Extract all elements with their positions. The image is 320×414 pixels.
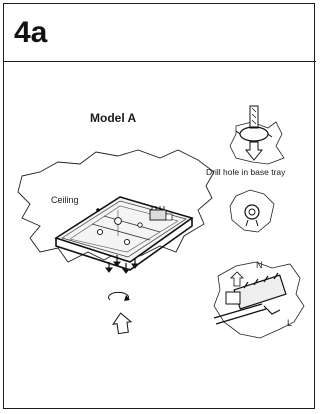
drill-detail bbox=[229, 105, 285, 165]
hole-detail bbox=[229, 189, 275, 233]
instruction-panel: 4a bbox=[3, 3, 316, 409]
ceiling-label: Ceiling bbox=[51, 195, 79, 205]
base-tray bbox=[54, 196, 194, 271]
terminal-detail bbox=[213, 261, 305, 339]
step-number: 4a bbox=[4, 4, 316, 62]
terminal-label-neutral: N bbox=[256, 260, 263, 270]
screws bbox=[105, 255, 139, 274]
model-label: Model A bbox=[90, 111, 137, 125]
drill-caption: Drill hole in base tray bbox=[206, 167, 286, 177]
push-up-arrow-icon bbox=[112, 312, 133, 335]
ceiling-outline bbox=[17, 149, 215, 263]
rotate-screw-icon bbox=[108, 291, 130, 301]
terminal-label-live: L bbox=[287, 318, 292, 328]
